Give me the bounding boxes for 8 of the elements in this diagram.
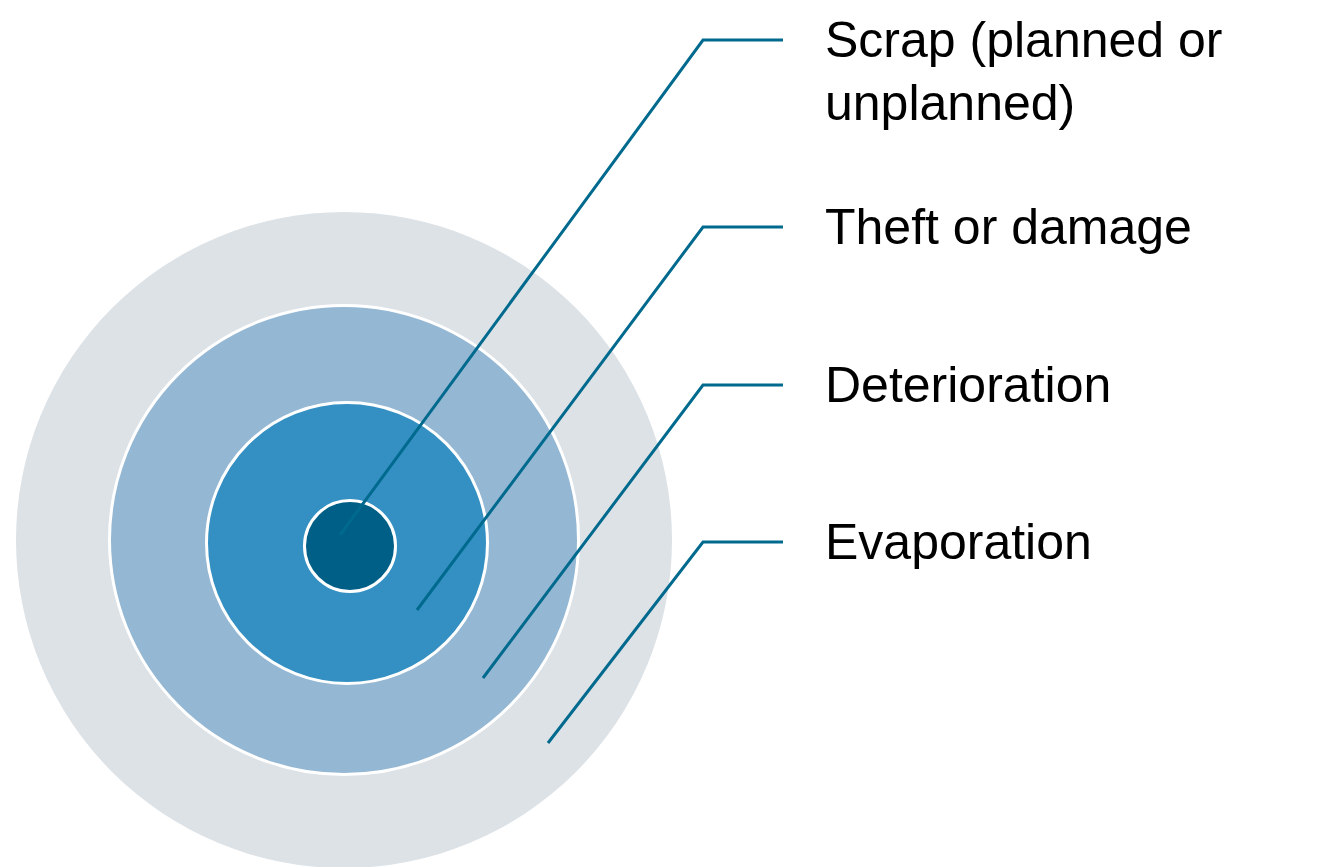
callout-label: Scrap (planned or unplanned) [825,9,1343,135]
callout-label: Deterioration [825,354,1343,417]
leader-line [481,383,783,679]
leader-line [415,225,783,611]
callout-label: Theft or damage [825,196,1343,259]
leader-line [546,540,783,744]
leader-line [338,38,783,536]
callout-label: Evaporation [825,511,1343,574]
